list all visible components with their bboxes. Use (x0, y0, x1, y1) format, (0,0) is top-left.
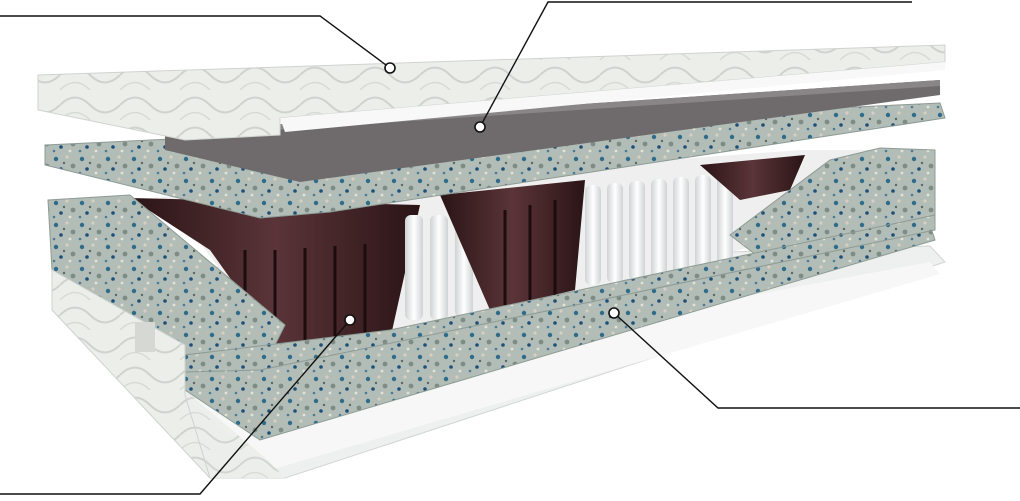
light-spring-section (405, 173, 733, 320)
dark-spring-section-right (700, 155, 805, 200)
callout-markers (344, 62, 620, 326)
leader-foam-base (613, 312, 1020, 409)
leader-springs (0, 319, 351, 495)
leader-top-cover (0, 15, 391, 69)
marker-foam-base (608, 307, 620, 319)
label-tag (135, 322, 155, 352)
quilted-side-panel (51, 269, 211, 479)
marker-felt (474, 121, 486, 133)
upper-foam-layer (44, 102, 946, 219)
dark-spring-section-middle (440, 180, 585, 310)
marker-springs (344, 314, 356, 326)
quilted-top-layer (37, 44, 946, 141)
marker-top-cover (384, 62, 396, 74)
foam-frame-layer (47, 147, 936, 391)
leader-felt (479, 1, 912, 128)
